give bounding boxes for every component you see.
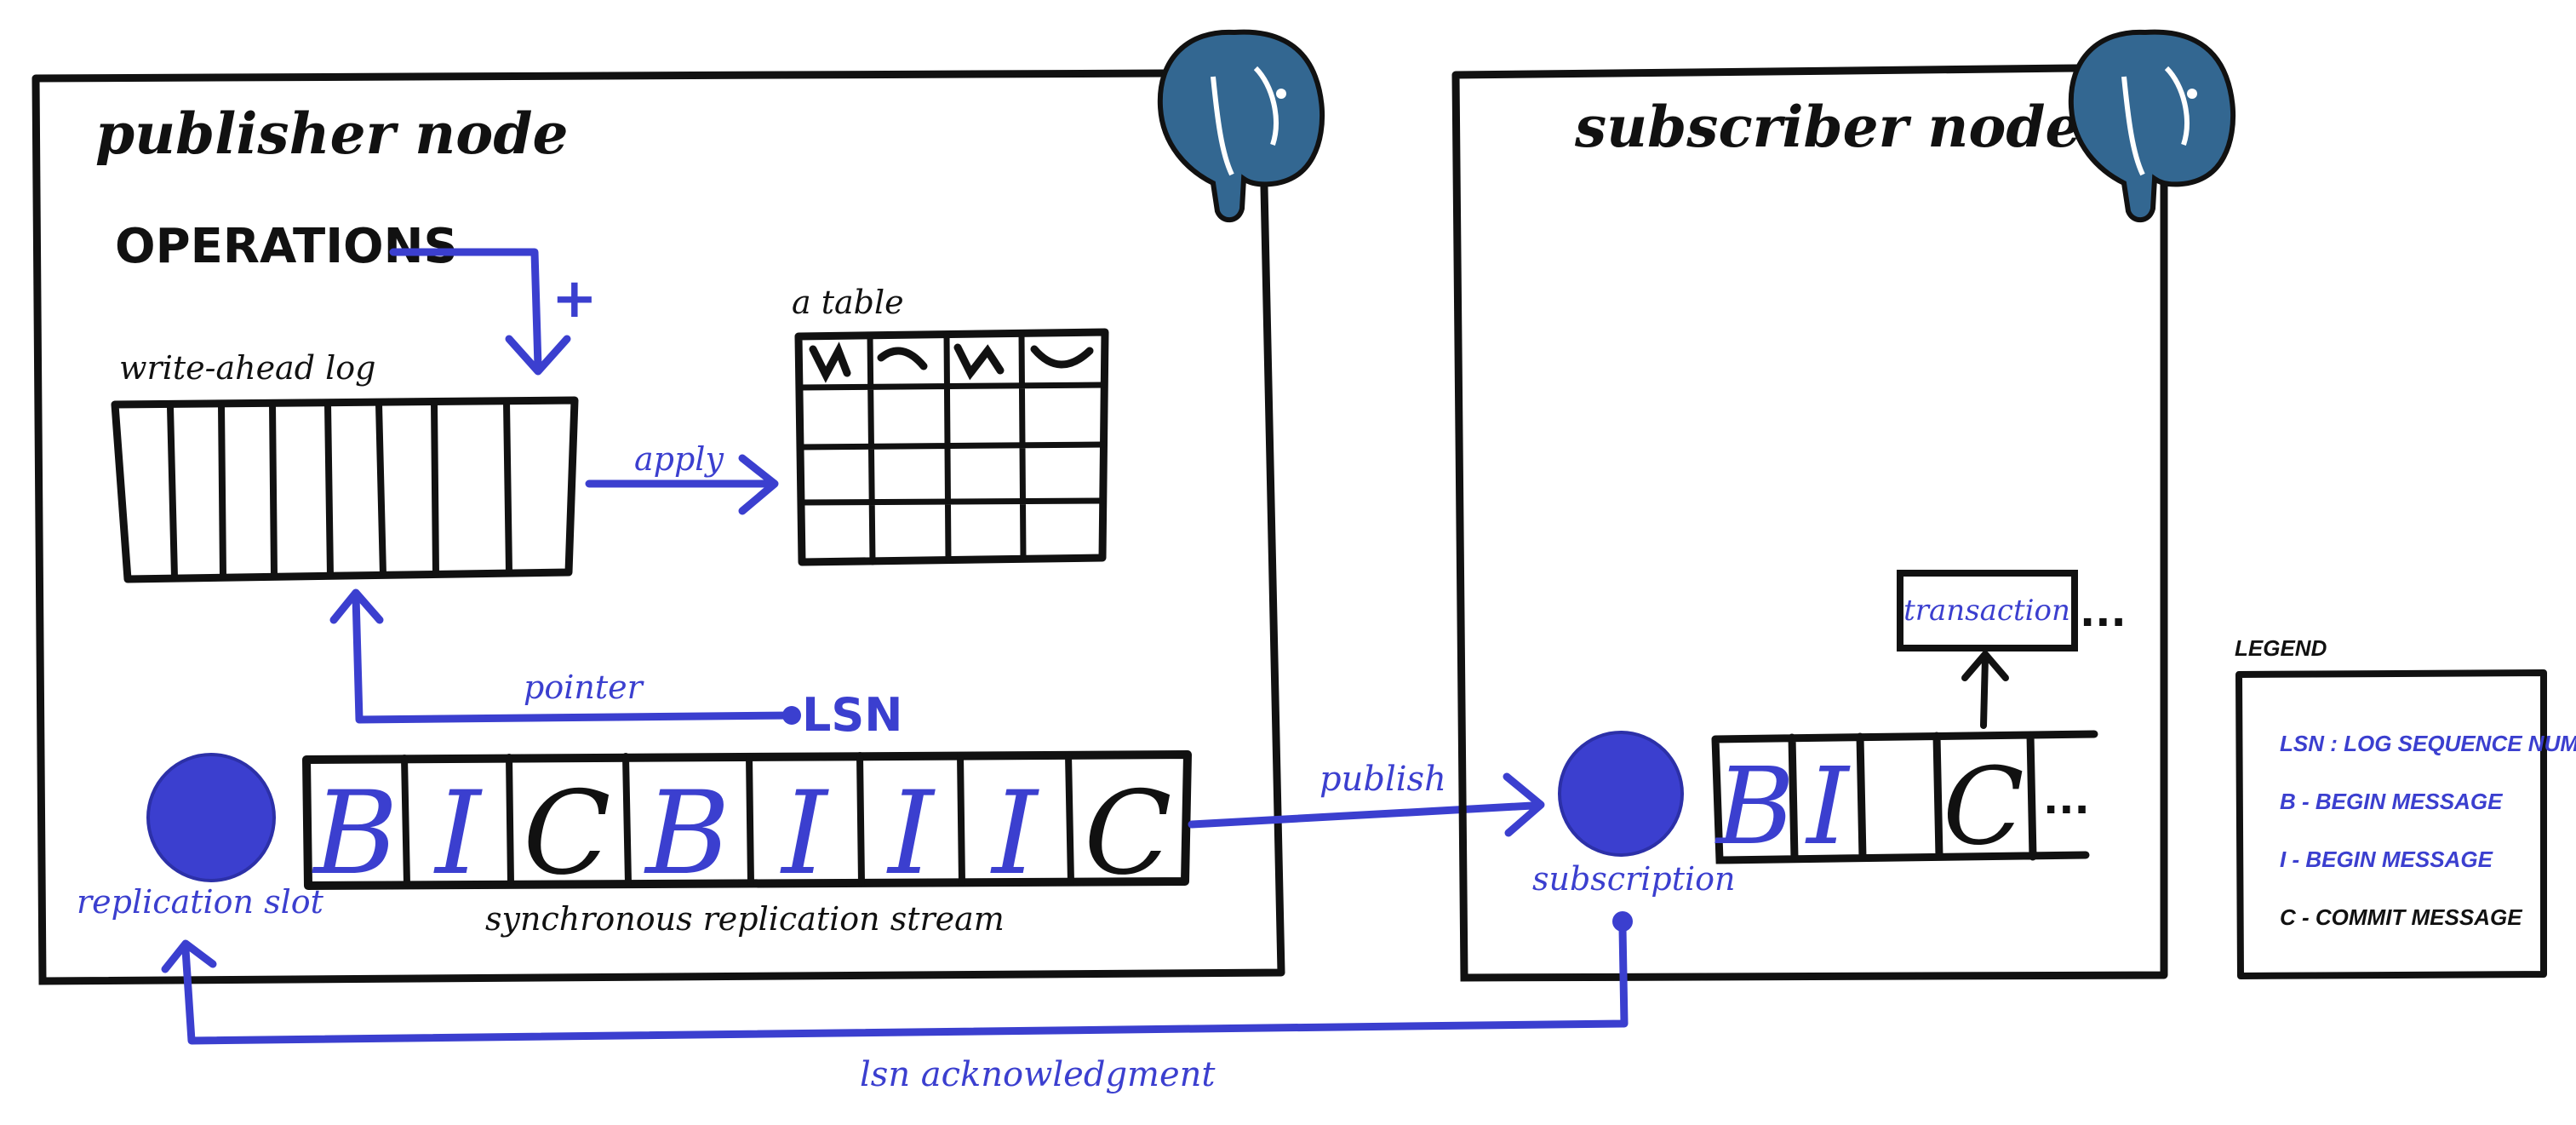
ack-dot	[1612, 911, 1633, 932]
lsn-dot	[782, 706, 801, 725]
subscriber-node-frame	[1451, 64, 2168, 982]
table-label: a table	[792, 284, 904, 321]
plus-sign: +	[552, 267, 598, 330]
legend: LEGEND LSN : LOG SEQUENCE NUMBER B - BEG…	[2235, 635, 2576, 979]
subscriber-queue: B I C	[1711, 730, 2098, 869]
operations-arrow	[389, 248, 571, 376]
transaction-label: transaction	[1903, 594, 2070, 628]
legend-item-lsn: LSN : LOG SEQUENCE NUMBER	[2280, 731, 2576, 756]
legend-title: LEGEND	[2235, 635, 2327, 661]
stream-cell-8: C	[1084, 766, 1171, 900]
postgresql-elephant-icon	[1157, 29, 1325, 223]
apply-arrow	[585, 454, 779, 515]
stream-cell-7: I	[989, 766, 1039, 900]
legend-item-begin: B - BEGIN MESSAGE	[2280, 789, 2503, 814]
replication-slot-label: replication slot	[77, 883, 324, 921]
stream-cell-1: B	[311, 766, 398, 900]
postgresql-elephant-icon	[2068, 29, 2236, 223]
stream-cell-2: I	[432, 766, 483, 900]
subscription-label: subscription	[1532, 860, 1736, 898]
publish-arrow	[1188, 772, 1545, 837]
queue-ellipsis: ...	[2043, 776, 2090, 824]
publisher-node: publisher node OPERATIONS + write-ahead …	[31, 29, 1325, 985]
replication-slot-icon	[146, 753, 276, 882]
transaction-ellipsis: ...	[2080, 588, 2127, 636]
legend-frame	[2235, 669, 2547, 979]
publish-label: publish	[1319, 760, 1446, 799]
legend-item-insert: I - BEGIN MESSAGE	[2280, 847, 2493, 872]
stream-cell-4: B	[643, 766, 730, 900]
subscriber-node-title: subscriber node	[1574, 94, 2081, 160]
queue-cell-1: B	[1714, 745, 1795, 869]
pointer-arrow	[329, 588, 796, 724]
publisher-node-title: publisher node	[95, 100, 568, 167]
lsn-label: LSN	[802, 688, 903, 742]
transaction-arrow	[1961, 651, 2009, 729]
write-ahead-log	[111, 396, 579, 583]
table-icon	[794, 328, 1109, 566]
stream-cell-6: I	[885, 766, 936, 900]
lsn-ack-arrow	[161, 924, 1629, 1045]
lsn-ack-label: lsn acknowledgment	[860, 1055, 1216, 1094]
wal-label: write-ahead log	[119, 349, 375, 387]
stream-label: synchronous replication stream	[485, 900, 1005, 938]
queue-cell-3: C	[1943, 745, 2024, 869]
apply-label: apply	[634, 440, 724, 478]
pointer-label: pointer	[524, 669, 645, 706]
subscriber-node: subscriber node subscription B I C ... t…	[1451, 29, 2236, 982]
replication-stream: B I C B I I I C	[302, 750, 1192, 900]
stream-cell-5: I	[779, 766, 829, 900]
queue-cell-2: I	[1805, 745, 1851, 869]
stream-cell-3: C	[523, 766, 610, 900]
transaction-box	[1897, 570, 2078, 651]
publisher-node-frame	[31, 69, 1285, 985]
subscription-icon	[1558, 731, 1684, 857]
legend-item-commit: C - COMMIT MESSAGE	[2280, 904, 2522, 930]
operations-label: OPERATIONS	[115, 219, 458, 274]
